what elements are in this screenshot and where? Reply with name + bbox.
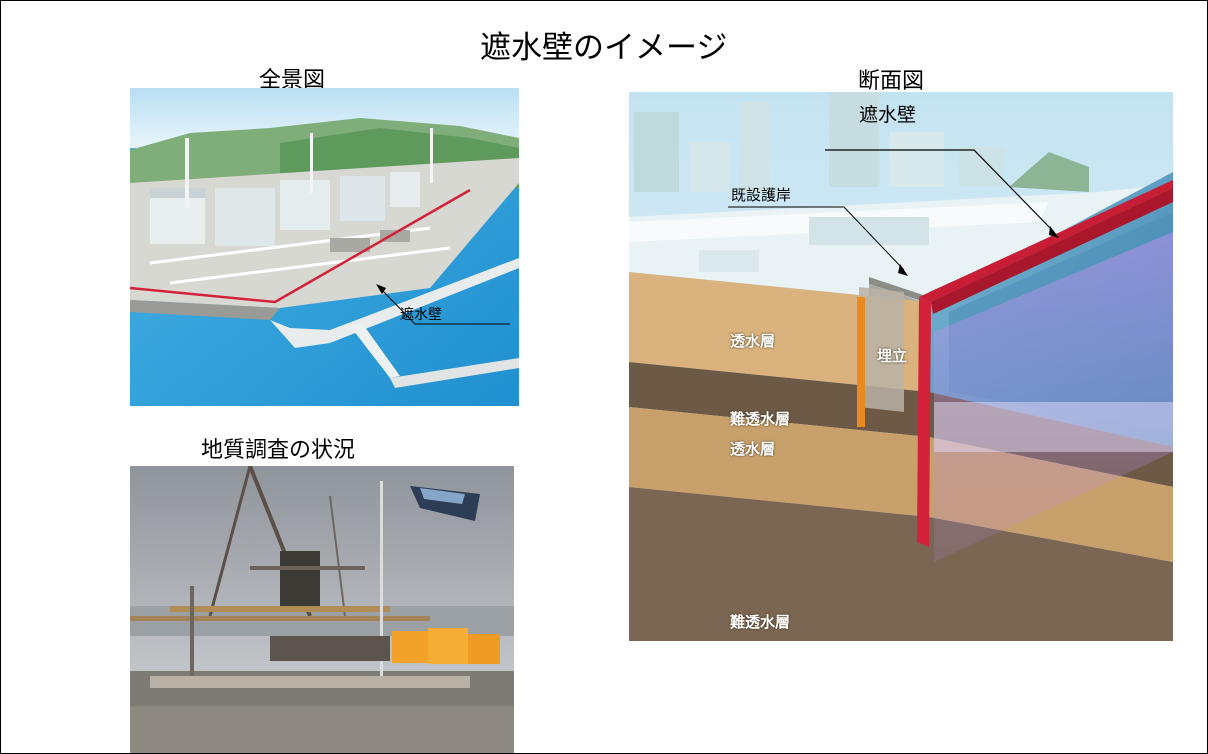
overview-illustration: 遮水壁 xyxy=(130,88,519,406)
permeable-layer-lower-label: 透水層 xyxy=(730,440,776,458)
cross-section-title: 断面図 xyxy=(858,69,925,94)
cross-section-illustration: 遮水壁 既設護岸 透水層 埋立 難透水層 透水層 難透水層 xyxy=(629,92,1173,641)
reclaimed-label: 埋立 xyxy=(877,347,908,365)
cross-section-svg xyxy=(629,92,1173,641)
survey-photo xyxy=(130,466,514,753)
cross-wall-label: 遮水壁 xyxy=(859,104,917,126)
impermeable-layer-upper-label: 難透水層 xyxy=(730,410,791,428)
overview-wall-label: 遮水壁 xyxy=(400,307,442,323)
revetment-label: 既設護岸 xyxy=(731,186,792,204)
permeable-layer-upper-label: 透水層 xyxy=(730,332,776,350)
overview-svg xyxy=(130,88,519,406)
survey-svg xyxy=(130,466,514,753)
main-title: 遮水壁のイメージ xyxy=(480,30,728,66)
survey-title: 地質調査の状況 xyxy=(201,438,356,463)
impermeable-layer-lower-label: 難透水層 xyxy=(730,613,791,631)
